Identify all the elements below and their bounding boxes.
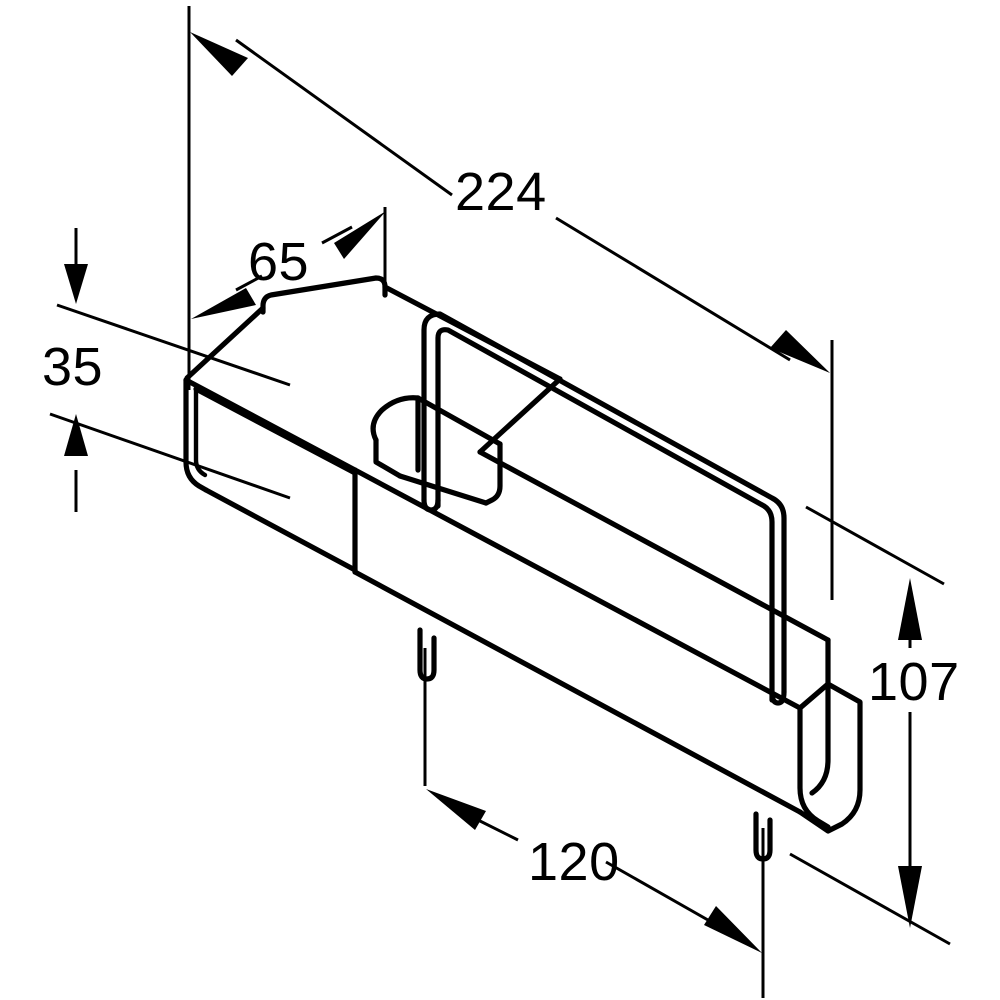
extension-line-35-lower xyxy=(49,412,291,500)
dimension-label-224: 224 xyxy=(455,162,547,222)
extension-line-107-upper xyxy=(805,505,945,586)
dimension-35-group: 35 xyxy=(42,228,291,512)
wall-plate-top-back-edge xyxy=(260,275,388,315)
body-bottom-front-edge xyxy=(352,569,803,815)
dimension-line-65-lower-segment xyxy=(235,274,263,292)
end-cap-front-corner xyxy=(797,705,831,830)
latch-tab-round-edge xyxy=(370,395,421,443)
arrow-head-224-right xyxy=(770,330,830,373)
arrow-head-107-lower xyxy=(898,866,922,928)
latch-tab-right-edge xyxy=(483,441,503,506)
latch-tab-top-edge xyxy=(415,395,503,447)
extension-line-107-lower xyxy=(789,852,951,946)
end-cap-body xyxy=(797,681,863,834)
arrow-head-35-upper xyxy=(64,264,88,304)
extension-line-35-upper xyxy=(56,303,291,387)
wall-plate-left-corner xyxy=(183,377,209,493)
arrow-head-65-upper xyxy=(334,211,386,259)
latch-tab-bottom-edge xyxy=(397,473,489,506)
holder-object xyxy=(183,275,863,862)
wall-plate-top-left-edge xyxy=(184,305,266,381)
wall-plate-left-corner-inner xyxy=(193,386,208,478)
dimension-line-65-upper-segment xyxy=(321,225,353,245)
arrow-head-107-upper xyxy=(898,578,922,640)
dimension-120-group: 120 xyxy=(423,648,765,998)
dimension-224-group: 224 xyxy=(187,6,834,600)
dimension-65-group: 65 xyxy=(191,207,387,319)
wire-bar-left-leg-end xyxy=(421,497,441,513)
end-cap-inner-edge xyxy=(809,681,831,796)
arrow-head-224-left xyxy=(190,32,248,76)
wall-plate-front-upper-edge xyxy=(193,386,358,476)
body-top-back-edge xyxy=(477,449,831,643)
dimension-label-35: 35 xyxy=(42,337,103,397)
wire-bar-outer xyxy=(421,311,787,695)
wall-plate-front-lower-edge xyxy=(203,487,358,573)
mounting-peg-left xyxy=(417,627,437,682)
dimension-label-107: 107 xyxy=(868,652,960,712)
arrow-head-65-lower xyxy=(191,288,256,319)
arrow-head-35-lower xyxy=(64,414,88,456)
wall-plate-top-front-edge xyxy=(183,377,358,473)
latch-tab-left-edge xyxy=(373,437,403,479)
mounting-peg-right xyxy=(753,811,773,862)
dimension-line-224-left-segment xyxy=(235,38,453,197)
arrow-head-120-left xyxy=(426,789,486,830)
dimension-line-120-right-segment xyxy=(605,860,723,930)
wire-bar-right-leg-end xyxy=(769,689,787,706)
dimension-label-65: 65 xyxy=(248,232,309,292)
dimension-line-224-right-segment xyxy=(555,216,791,362)
dimension-107-group: 107 xyxy=(789,505,960,946)
dimension-label-120: 120 xyxy=(528,832,620,892)
arrow-head-120-right xyxy=(704,906,762,953)
wire-bar-inner xyxy=(435,327,775,703)
